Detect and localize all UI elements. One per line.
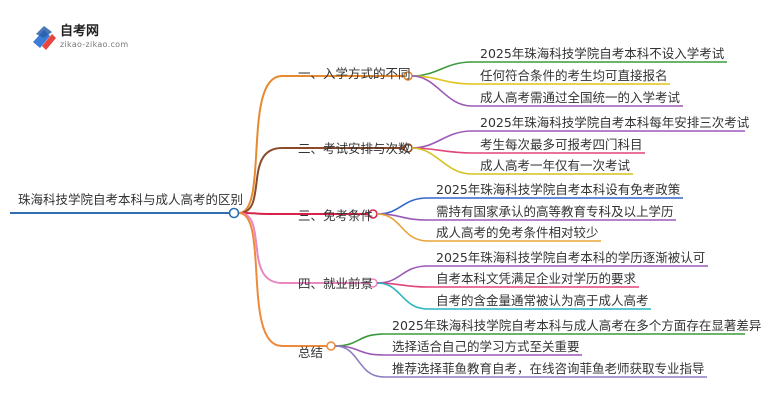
leaf-topic[interactable]: 需持有国家承认的高等教育专科及以上学历	[436, 204, 674, 219]
root-topic[interactable]: 珠海科技学院自考本科与成人高考的区别	[18, 192, 244, 207]
graduation-cap-icon	[33, 26, 56, 50]
root-to-branch-connector	[238, 212, 283, 284]
branch-topic[interactable]: 总结	[298, 345, 324, 360]
logo-url: zikao-zikao.com	[60, 40, 129, 49]
leaf-topic[interactable]: 2025年珠海科技学院自考本科与成人高考在多个方面存在显著差异	[392, 318, 761, 333]
branch-to-leaf-connector	[411, 75, 473, 107]
leaf-topic[interactable]: 2025年珠海科技学院自考本科设有免考政策	[436, 182, 681, 197]
branch-to-leaf-connector	[411, 147, 473, 175]
branch-node-dot	[326, 341, 336, 351]
leaf-topic[interactable]: 成人高考需通过全国统一的入学考试	[480, 90, 681, 105]
leaf-topic[interactable]: 任何符合条件的考生均可直接报名	[480, 68, 668, 83]
leaf-topic[interactable]: 成人高考的免考条件相对较少	[436, 225, 599, 240]
leaf-topic[interactable]: 成人高考一年仅有一次考试	[480, 158, 631, 173]
site-logo[interactable]: 自考网 zikao-zikao.com	[30, 18, 180, 58]
root-to-branch-connector	[238, 212, 283, 347]
leaf-topic[interactable]: 2025年珠海科技学院自考本科每年安排三次考试	[480, 115, 750, 130]
branch-to-leaf-connector	[376, 282, 429, 310]
branch-topic[interactable]: 二、考试安排与次数	[298, 141, 411, 156]
leaf-topic[interactable]: 自考本科文凭满足企业对学历的要求	[436, 271, 637, 286]
leaf-topic[interactable]: 考生每次最多可报考四门科目	[480, 137, 643, 152]
branch-to-leaf-connector	[376, 265, 429, 284]
branch-to-leaf-connector	[376, 213, 429, 242]
branch-topic[interactable]: 四、就业前景	[298, 276, 374, 291]
leaf-topic[interactable]: 选择适合自己的学习方式至关重要	[392, 339, 580, 354]
branch-to-leaf-connector	[411, 130, 473, 149]
root-node-dot	[228, 207, 240, 219]
leaf-topic[interactable]: 2025年珠海科技学院自考本科不设入学考试	[480, 46, 725, 61]
branch-to-leaf-connector	[376, 197, 429, 215]
root-to-branch-connector	[238, 212, 283, 215]
leaf-topic[interactable]: 2025年珠海科技学院自考本科的学历逐渐被认可	[436, 250, 706, 265]
leaf-topic[interactable]: 自考的含金量通常被认为高于成人高考	[436, 293, 649, 308]
branch-to-leaf-connector	[334, 333, 385, 347]
root-to-branch-connector	[238, 75, 283, 214]
root-to-branch-connector	[238, 147, 283, 214]
leaf-topic[interactable]: 推荐选择菲鱼教育自考，在线咨询菲鱼老师获取专业指导	[392, 361, 705, 376]
branch-topic[interactable]: 一、入学方式的不同	[298, 66, 411, 81]
branch-to-leaf-connector	[334, 345, 385, 378]
branch-to-leaf-connector	[411, 61, 473, 77]
logo-title: 自考网	[60, 24, 100, 39]
branch-topic[interactable]: 三、免考条件	[298, 208, 374, 223]
